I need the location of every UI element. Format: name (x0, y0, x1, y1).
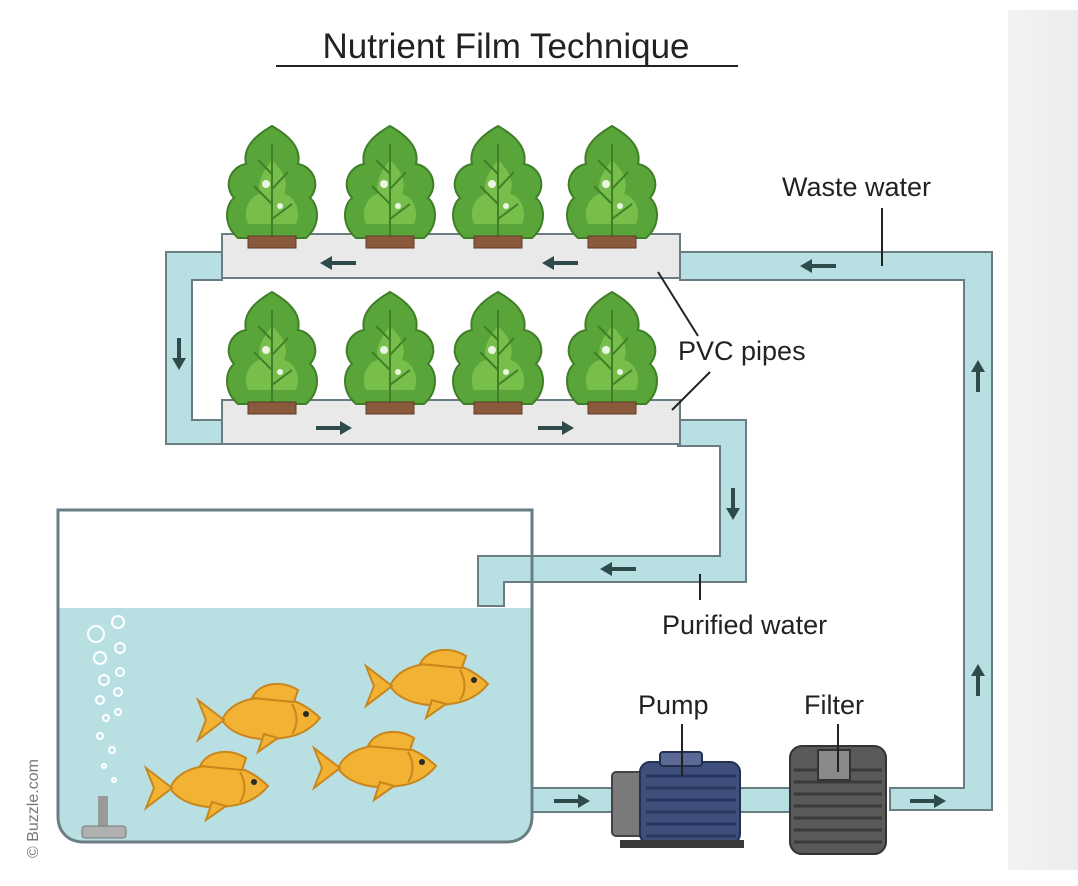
waste-water-channel (679, 251, 993, 811)
left-return-channel (165, 251, 227, 445)
label-waste-water: Waste water (782, 172, 931, 202)
upper-plant-row (226, 125, 658, 249)
plant-icon (344, 125, 436, 249)
pump-filter-channel (739, 787, 793, 813)
plant-icon (566, 125, 658, 249)
label-purified-water: Purified water (662, 610, 827, 640)
plant-icon (226, 125, 318, 249)
page-edge-shade (1008, 10, 1078, 870)
watermark: © Buzzle.com (25, 759, 42, 858)
plant-icon (452, 125, 544, 249)
purified-water-channel (477, 419, 747, 607)
label-pump: Pump (638, 690, 709, 720)
plant-icon (226, 291, 318, 415)
fish-tank (56, 508, 534, 844)
diagram-title: Nutrient Film Technique (322, 27, 689, 66)
label-pvc-pipes: PVC pipes (678, 336, 806, 366)
air-stone-base (81, 825, 127, 839)
filter-icon (789, 745, 887, 855)
bubbles-icon (87, 615, 126, 783)
tank-outline (56, 508, 534, 844)
plant-icon (344, 291, 436, 415)
pump-icon (611, 751, 744, 848)
plant-icon (452, 291, 544, 415)
label-filter: Filter (804, 690, 864, 720)
air-stone-icon (98, 796, 108, 830)
plant-icon (566, 291, 658, 415)
lower-plant-row (226, 291, 658, 415)
leader-lines (657, 208, 883, 776)
